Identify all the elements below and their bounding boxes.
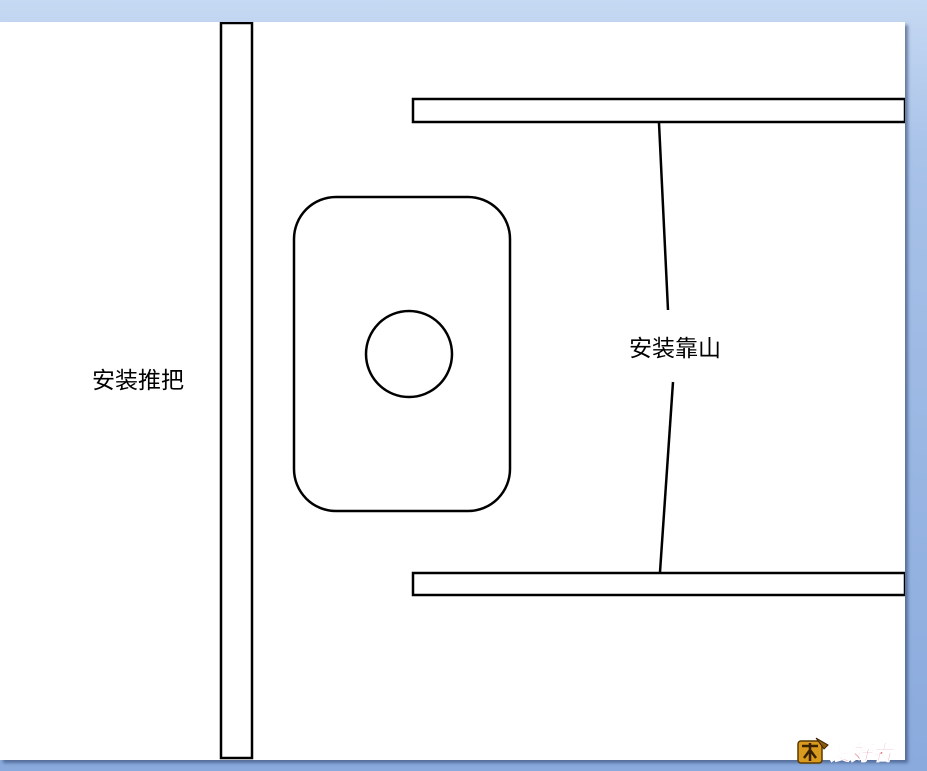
router-bit-circle bbox=[364, 309, 454, 399]
site-logo: 爱好者 bbox=[797, 737, 896, 765]
push-handle-bar bbox=[219, 22, 254, 760]
slide-canvas: 安装推把 安装靠山 bbox=[0, 22, 905, 760]
upper-fence-rail bbox=[411, 97, 905, 124]
label-install-handle: 安装推把 bbox=[92, 368, 184, 394]
lower-fence-rail bbox=[411, 571, 905, 597]
label-install-fence: 安装靠山 bbox=[629, 336, 721, 362]
logo-wordmark: 爱好者 bbox=[830, 741, 896, 765]
jig-diagram: 安装推把 安装靠山 bbox=[92, 22, 905, 760]
leader-line-upper bbox=[657, 122, 670, 311]
logo-emblem-icon bbox=[797, 737, 829, 764]
leader-line-lower bbox=[658, 381, 675, 573]
